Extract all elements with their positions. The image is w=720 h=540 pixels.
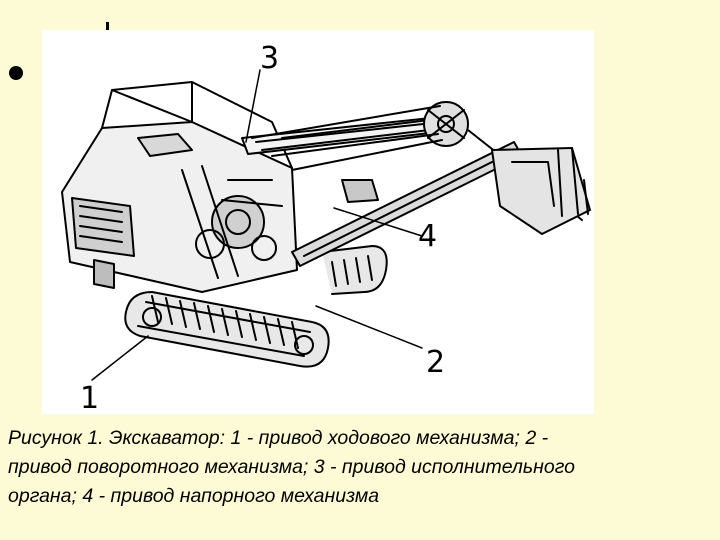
callout-2: 2 <box>426 345 445 380</box>
bucket <box>491 147 591 235</box>
leader-line-1 <box>91 335 149 381</box>
dipper-handle <box>291 141 523 267</box>
caption-line-3: органа; 4 - привод напорного механизма <box>8 485 380 507</box>
excavator-figure: 3 4 2 1 <box>42 30 594 414</box>
leader-lines <box>91 69 423 381</box>
leader-line-4 <box>333 207 423 237</box>
boom <box>241 101 469 155</box>
machinery-gears <box>181 165 283 279</box>
callout-4: 4 <box>418 219 437 254</box>
machine-body <box>61 81 298 293</box>
bullet-point <box>9 66 23 80</box>
caption-line-2: привод поворотного механизма; 3 - привод… <box>8 456 575 478</box>
leader-line-2 <box>315 305 423 349</box>
callout-1: 1 <box>80 381 99 414</box>
leader-line-3 <box>245 69 261 143</box>
rear-crawler-track <box>321 245 388 295</box>
caption-line-1: Рисунок 1. Экскаватор: 1 - привод ходово… <box>8 427 549 449</box>
callout-3: 3 <box>260 41 279 76</box>
excavator-drawing: 3 4 2 1 <box>61 41 591 414</box>
lower-crawler-track <box>124 291 330 368</box>
figure-caption: Рисунок 1. Экскаватор: 1 - привод ходово… <box>8 424 716 511</box>
